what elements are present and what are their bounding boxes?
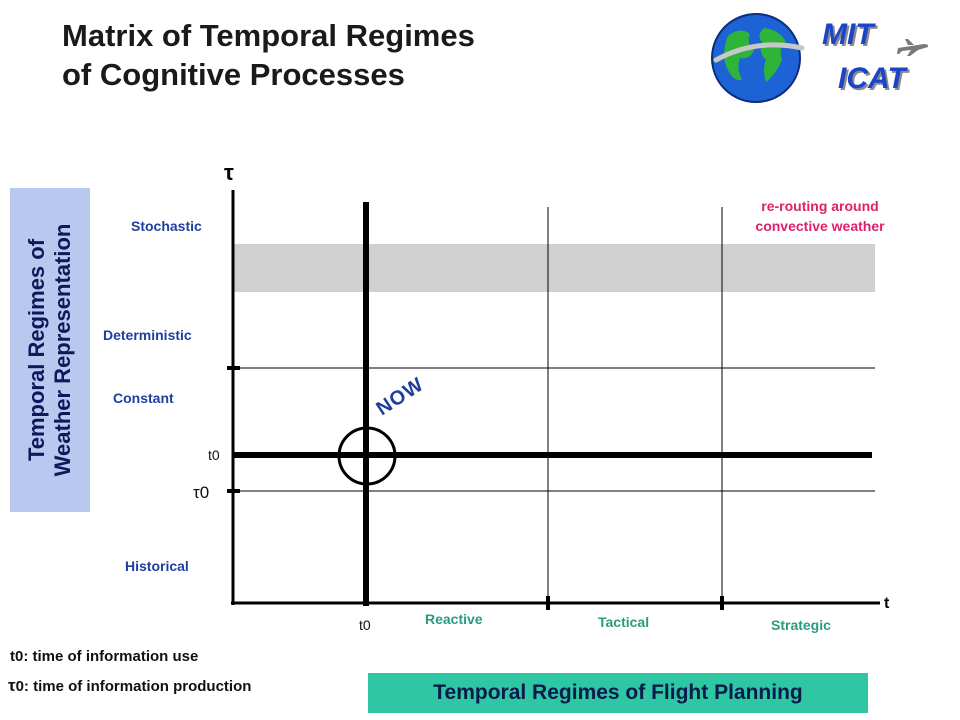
- regime-constant: Constant: [113, 390, 174, 406]
- legend-t0: t0: time of information use: [10, 648, 199, 665]
- title-line-1: Matrix of Temporal Regimes: [62, 18, 475, 53]
- y-tau0-label: τ0: [193, 483, 210, 502]
- rerouting-annotation: re-routing around convective weather: [726, 196, 914, 236]
- legend-tau0-text: 0: time of information production: [15, 678, 252, 695]
- y-axis-title-box: Temporal Regimes of Weather Representati…: [10, 188, 90, 512]
- annotation-line-2: convective weather: [755, 218, 885, 234]
- legend-tau0: τ0: time of information production: [8, 676, 251, 696]
- y-t0-label: t0: [208, 447, 220, 463]
- stochastic-deterministic-band: [234, 244, 875, 292]
- legend-tau-symbol: τ: [8, 676, 16, 695]
- x-t0-label: t0: [359, 617, 371, 633]
- regime-reactive: Reactive: [425, 611, 483, 627]
- title-line-2: of Cognitive Processes: [62, 57, 405, 92]
- regime-tactical: Tactical: [598, 614, 650, 630]
- logo-icat: ICAT: [838, 62, 906, 95]
- x-axis-symbol: t: [884, 595, 890, 612]
- regime-strategic: Strategic: [771, 617, 831, 633]
- logo-mit: MIT: [822, 18, 874, 51]
- globe-icon: [711, 13, 805, 103]
- airplane-icon: [897, 39, 929, 56]
- page-title: Matrix of Temporal Regimes of Cognitive …: [62, 16, 475, 94]
- regime-historical: Historical: [125, 558, 189, 574]
- x-axis-title: Temporal Regimes of Flight Planning: [368, 673, 868, 713]
- regime-stochastic: Stochastic: [131, 218, 202, 234]
- y-axis-symbol: τ: [224, 160, 234, 185]
- annotation-line-1: re-routing around: [761, 198, 879, 214]
- regime-deterministic: Deterministic: [103, 327, 192, 343]
- now-circle: [337, 426, 397, 486]
